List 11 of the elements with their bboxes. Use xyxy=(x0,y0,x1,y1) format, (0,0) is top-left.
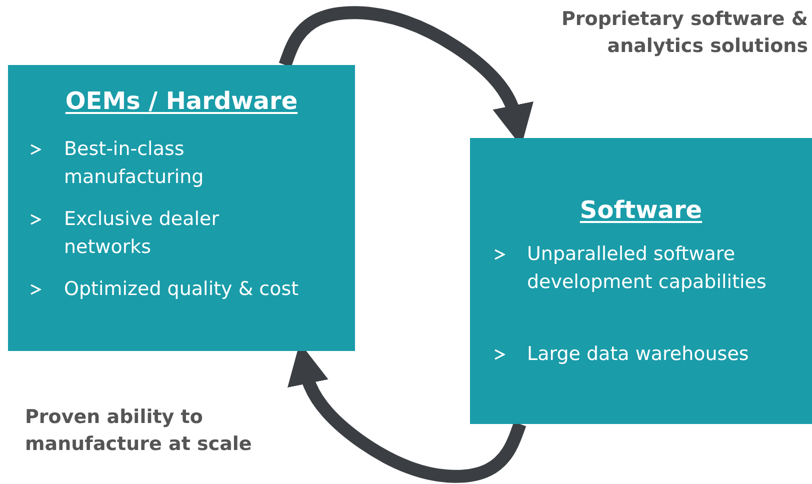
edge-label: Proprietary software & analytics solutions xyxy=(560,7,808,59)
panel-heading: OEMs / Hardware xyxy=(65,87,298,115)
bullet-text: Large data warehouses xyxy=(527,342,750,367)
edge-label: Proven ability to manufacture at scale xyxy=(25,405,253,457)
bullet-text: Best-in-class manufacturing xyxy=(64,137,205,190)
content-panel xyxy=(470,138,812,424)
bullet-text: Exclusive dealer networks xyxy=(64,207,220,260)
panel-heading: Software xyxy=(580,196,702,224)
content-panel xyxy=(8,65,355,351)
bullet-text: Optimized quality & cost xyxy=(64,277,300,302)
bullet-text: Unparalleled software development capabilities xyxy=(527,242,768,295)
